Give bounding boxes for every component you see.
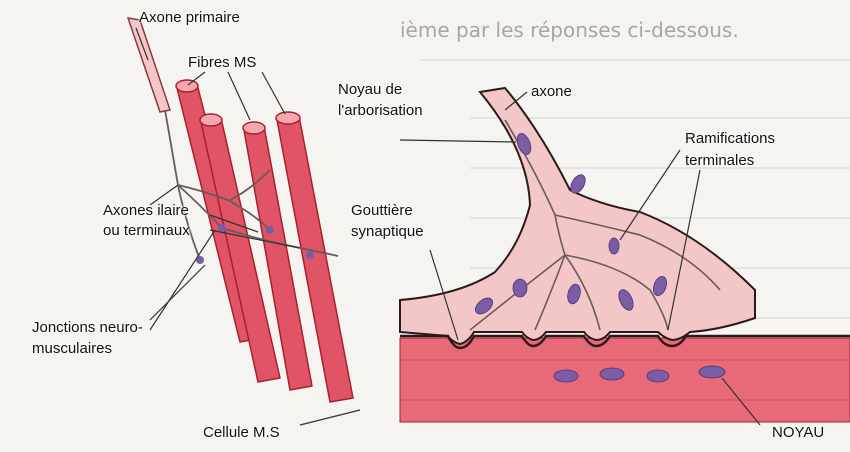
label-jonctions-line1: Jonctions neuro- [32,318,143,337]
label-axones-line1: Axones ilaire [103,201,189,220]
label-axone-primaire: Axone primaire [139,8,240,27]
axon-arborization [400,88,755,344]
label-gouttiere-line1: Gouttière [351,201,413,220]
primary-axon [128,18,170,112]
label-noyau-arbo-line2: l'arborisation [338,101,423,120]
label-ramifications-line2: terminales [685,151,754,170]
label-axone: axone [531,82,572,101]
label-axones-line2: ou terminaux [103,221,190,240]
label-jonctions-line2: musculaires [32,339,112,358]
muscle-cell [400,338,850,422]
label-fibres-ms: Fibres MS [188,53,256,72]
label-cellule-ms: Cellule M.S [203,423,280,442]
label-noyau-arbo-line1: Noyau de [338,80,402,99]
label-gouttiere-line2: synaptique [351,222,424,241]
label-ramifications-line1: Ramifications [685,129,775,148]
label-noyau: NOYAU [772,423,824,442]
